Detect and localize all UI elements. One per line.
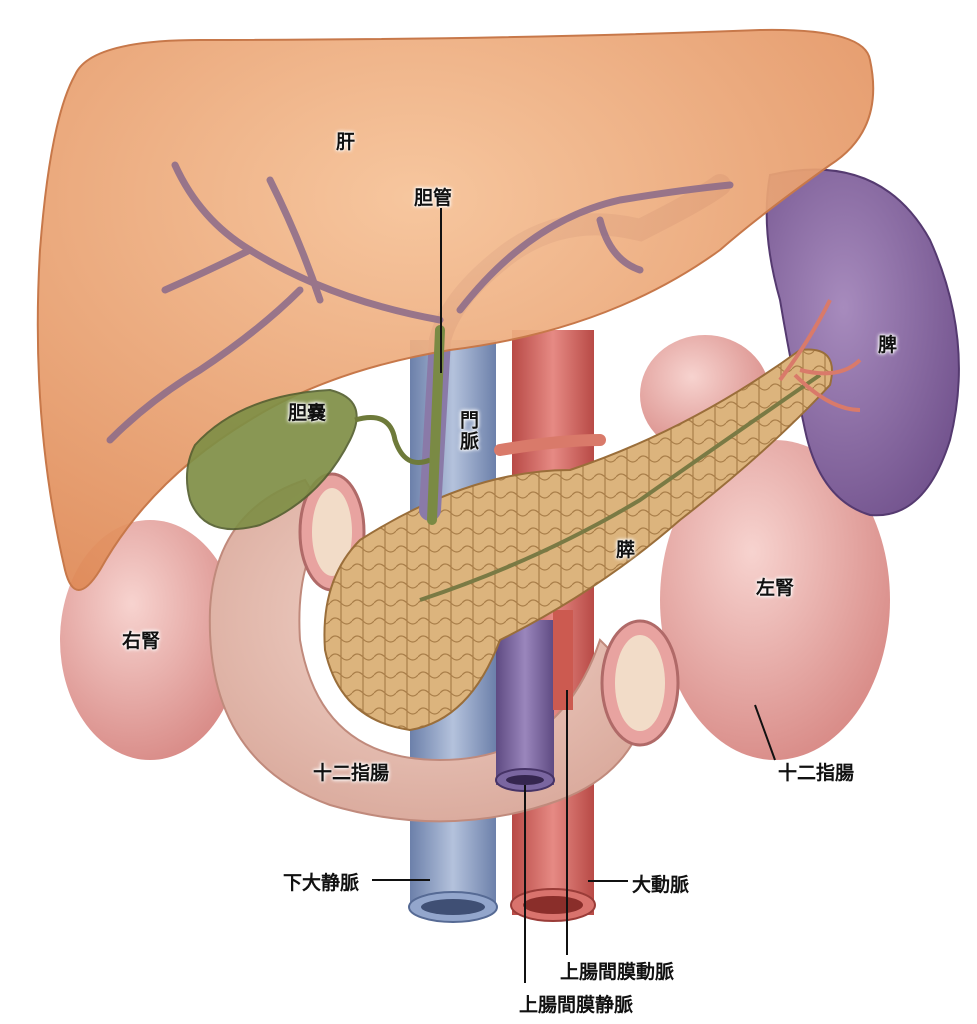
splenic-artery [494, 434, 606, 456]
aorta-label: 大動脈 [632, 874, 690, 896]
hepatic-vessels [106, 161, 734, 444]
duodenum-label-right: 十二指腸 [778, 762, 855, 784]
aorta-leader [588, 880, 628, 882]
smv-label: 上腸間膜静脈 [519, 994, 634, 1016]
gallbladder [185, 388, 358, 531]
pancreas [323, 348, 833, 732]
right-kidney-label: 右腎 [122, 630, 161, 652]
bile-duct-label: 胆管 [414, 187, 453, 209]
superior-mesenteric-vein [496, 620, 554, 785]
portal-vein-label: 門脈 [457, 410, 479, 452]
liver-label: 肝 [336, 131, 356, 153]
ivc-leader [372, 879, 430, 881]
smv-leader [524, 785, 526, 983]
spleen [765, 168, 960, 517]
sma-label: 上腸間膜動脈 [560, 961, 675, 983]
gallbladder-label: 胆嚢 [288, 402, 327, 424]
spleen-label: 脾 [878, 334, 898, 356]
duodenum-label-center: 十二指腸 [313, 762, 390, 784]
pancreas-label: 膵 [616, 539, 636, 561]
superior-mesenteric-artery [553, 610, 573, 710]
ivc-label: 下大静脈 [283, 872, 360, 894]
liver [36, 28, 875, 591]
left-kidney [660, 440, 890, 760]
sma-leader [566, 690, 568, 955]
bile-duct [427, 325, 445, 525]
cystic-duct [354, 415, 431, 465]
bile-duct-leader [440, 208, 442, 373]
right-kidney [60, 520, 240, 760]
left-kidney-label: 左腎 [756, 577, 795, 599]
